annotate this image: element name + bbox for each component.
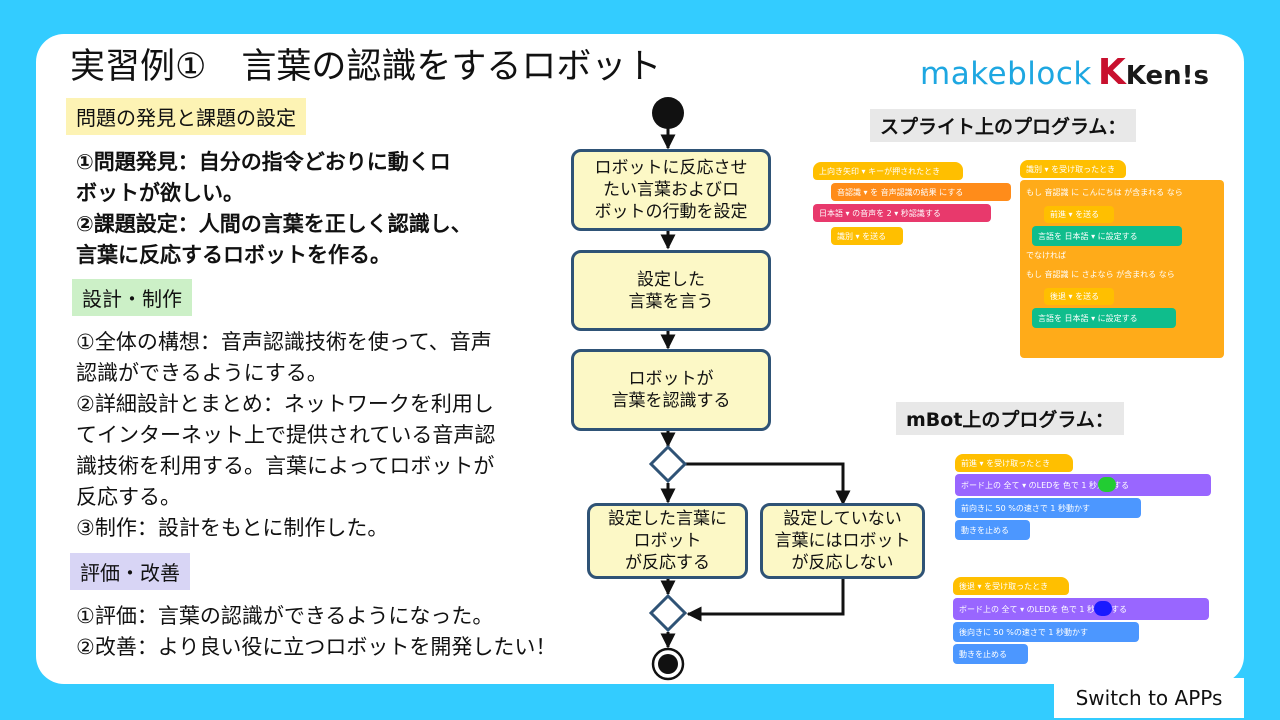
slide-title: 実習例① 言葉の認識をするロボット — [70, 47, 662, 87]
mbot-forward-hat: 前進 ▾ を受け取ったとき — [955, 454, 1073, 472]
makeblock-logo-text: makeblock — [920, 56, 1092, 92]
flow-node-react: 設定した言葉にロボットが反応する — [587, 503, 748, 579]
body-line: ③制作：設計をもとに制作した。 — [76, 516, 389, 540]
flow-node-recognize: ロボットが言葉を認識する — [571, 349, 771, 431]
section-body-design: ①全体の構想：音声認識技術を使って、音声 認識ができるようにする。 ②詳細設計と… — [76, 327, 495, 544]
code-block-if-hello: もし 音認識 に こんにちは が含まれる なら — [1020, 182, 1224, 202]
body-line: 識技術を利用する。言葉によってロボットが — [76, 454, 495, 478]
section-label-design: 設計・制作 — [72, 279, 192, 316]
mbot-back-move: 後向きに 50 %の速さで 1 秒動かす — [953, 622, 1139, 642]
body-line: 認識ができるようにする。 — [76, 361, 328, 385]
code-block-recognize: 日本語 ▾ の音声を 2 ▾ 秒認識する — [813, 204, 991, 222]
code-block-set-lang-2: 言語を 日本語 ▾ に設定する — [1032, 308, 1176, 328]
flow-node-no-react: 設定していない言葉にはロボットが反応しない — [760, 503, 925, 579]
code-block-broadcast: 識別 ▾ を送る — [831, 227, 903, 245]
body-line: 反応する。 — [76, 485, 181, 509]
sprite-program-label: スプライト上のプログラム： — [870, 109, 1137, 142]
mbot-forward-stop: 動きを止める — [955, 520, 1030, 540]
body-line: ②詳細設計とまとめ：ネットワークを利用し — [76, 392, 494, 416]
flow-node-set-words: ロボットに反応させたい言葉およびロボットの行動を設定 — [571, 149, 771, 231]
section-body-problem: ①問題発見：自分の指令どおりに動くロ ボットが欲しい。 ②課題設定：人間の言葉を… — [76, 147, 472, 271]
led-color-swatch-green — [1098, 477, 1116, 492]
code-block-hat: 上向き矢印 ▾ キーが押されたとき — [813, 162, 963, 180]
kenis-logo-k: K — [1097, 52, 1126, 93]
flow-decision-diamond — [648, 444, 688, 484]
mbot-forward-move: 前向きに 50 %の速さで 1 秒動かす — [955, 498, 1141, 518]
section-label-evaluation: 評価・改善 — [70, 553, 190, 590]
code-block-set-lang-1: 言語を 日本語 ▾ に設定する — [1032, 226, 1182, 246]
flowchart-connectors — [648, 97, 851, 681]
body-line: ②改善：より良い役に立つロボットを開発したい！ — [76, 635, 557, 659]
code-block-receive-hat: 識別 ▾ を受け取ったとき — [1020, 160, 1126, 178]
mbot-program-label: mBot上のプログラム： — [896, 402, 1124, 435]
section-body-evaluation: ①評価：言葉の認識ができるようになった。 ②改善：より良い役に立つロボットを開発… — [76, 601, 556, 663]
code-block-set-var: 音認識 ▾ を 音声認識の結果 にする — [831, 183, 1011, 201]
mbot-back-led: ボード上の 全て ▾ のLEDを 色で 1 秒点灯する — [953, 598, 1209, 620]
body-line: ボットが欲しい。 — [76, 181, 244, 205]
flow-end-inner-icon — [658, 654, 678, 674]
body-line: ①問題発見：自分の指令どおりに動くロ — [76, 150, 451, 174]
flow-merge-diamond — [648, 593, 688, 633]
body-line: ①全体の構想：音声認識技術を使って、音声 — [76, 330, 492, 354]
body-line: てインターネット上で提供されている音声認 — [76, 423, 496, 447]
flow-node-say-words: 設定した言葉を言う — [571, 250, 771, 331]
kenis-logo-text: Ken!s — [1125, 61, 1209, 91]
code-block-else: でなければ — [1020, 248, 1224, 262]
body-line: 言葉に反応するロボットを作る。 — [76, 243, 391, 267]
section-label-problem: 問題の発見と課題の設定 — [66, 98, 306, 135]
body-line: ①評価：言葉の認識ができるようになった。 — [76, 604, 494, 628]
mbot-back-stop: 動きを止める — [953, 644, 1028, 664]
switch-to-apps-button[interactable]: Switch to APPs — [1054, 678, 1244, 718]
code-block-send-back: 後退 ▾ を送る — [1044, 288, 1114, 305]
mbot-back-hat: 後退 ▾ を受け取ったとき — [953, 577, 1069, 595]
code-block-send-forward: 前進 ▾ を送る — [1044, 206, 1114, 223]
code-block-if-goodbye: もし 音認識 に さよなら が含まれる なら — [1020, 264, 1224, 284]
flow-start-icon — [652, 97, 684, 129]
body-line: ②課題設定：人間の言葉を正しく認識し、 — [76, 212, 472, 236]
mbot-forward-led: ボード上の 全て ▾ のLEDを 色で 1 秒点灯する — [955, 474, 1211, 496]
led-color-swatch-blue — [1094, 601, 1112, 616]
